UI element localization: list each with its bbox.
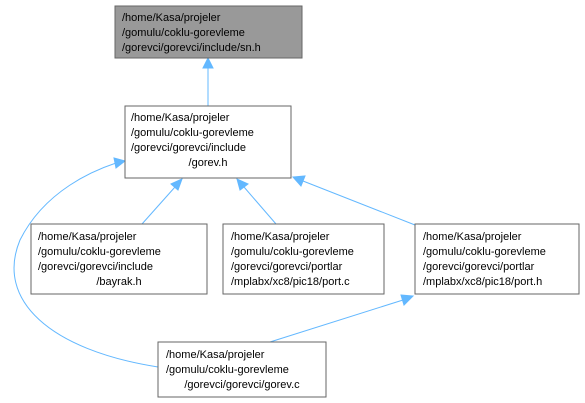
node-gorev-c-line-2: /gomulu/coklu-gorevleme (166, 364, 289, 376)
node-port-c-line-2: /gomulu/coklu-gorevleme (231, 246, 354, 258)
node-sn-h[interactable]: /home/Kasa/projeler /gomulu/coklu-gorevl… (114, 5, 303, 59)
arrowhead-gorev-h-from-gorev-c (113, 157, 127, 169)
node-port-h-box (414, 223, 580, 295)
arrowhead-sn-h (202, 56, 214, 69)
edge-gorev-c-to-port-h (269, 299, 404, 343)
node-port-c-line-1: /home/Kasa/projeler (231, 231, 330, 243)
edge-bayrak-h-to-gorev-h (141, 186, 176, 225)
node-gorev-h[interactable]: /home/Kasa/projeler /gomulu/coklu-gorevl… (124, 105, 292, 179)
node-port-c-line-4: /mplabx/xc8/pic18/port.c (231, 276, 350, 288)
node-bayrak-h[interactable]: /home/Kasa/projeler /gomulu/coklu-gorevl… (30, 223, 208, 295)
node-sn-h-box (114, 5, 303, 59)
node-gorev-c-line-1: /home/Kasa/projeler (166, 349, 265, 361)
node-gorev-h-line-2: /gomulu/coklu-gorevleme (131, 127, 254, 139)
node-sn-h-line-3: /gorevci/gorevci/include/sn.h (122, 42, 261, 54)
edge-port-h-to-gorev-h (302, 180, 416, 226)
node-port-h-line-4: /mplabx/xc8/pic18/port.h (423, 276, 542, 288)
edge-port-c-to-gorev-h (243, 186, 277, 225)
node-gorev-c[interactable]: /home/Kasa/projeler /gomulu/coklu-gorevl… (157, 341, 327, 398)
node-bayrak-h-line-2: /gomulu/coklu-gorevleme (38, 246, 161, 258)
node-gorev-c-line-3: /gorevci/gorevci/gorev.c (184, 379, 300, 391)
node-bayrak-h-box (30, 223, 208, 295)
node-gorev-h-line-1: /home/Kasa/projeler (131, 112, 230, 124)
node-sn-h-line-1: /home/Kasa/projeler (122, 12, 221, 24)
node-port-c[interactable]: /home/Kasa/projeler /gomulu/coklu-gorevl… (222, 223, 385, 295)
node-bayrak-h-line-1: /home/Kasa/projeler (38, 231, 137, 243)
arrowhead-port-h-from-gorev-c (400, 294, 415, 306)
edges (13, 56, 416, 368)
node-port-h[interactable]: /home/Kasa/projeler /gomulu/coklu-gorevl… (414, 223, 580, 295)
node-port-h-line-1: /home/Kasa/projeler (423, 231, 522, 243)
arrowhead-gorev-h-from-port-h (291, 175, 306, 187)
arrowhead-gorev-h-from-bayrak (170, 178, 183, 191)
node-port-h-line-3: /gorevci/gorevci/portlar (423, 261, 535, 273)
node-bayrak-h-line-3: /gorevci/gorevci/include (38, 261, 153, 273)
node-port-c-line-3: /gorevci/gorevci/portlar (231, 261, 343, 273)
node-port-h-line-2: /gomulu/coklu-gorevleme (423, 246, 546, 258)
node-sn-h-line-2: /gomulu/coklu-gorevleme (122, 27, 245, 39)
node-gorev-c-box (157, 341, 327, 398)
node-bayrak-h-line-4: /bayrak.h (96, 276, 141, 288)
node-gorev-h-box (124, 105, 292, 179)
node-gorev-h-line-4: /gorev.h (189, 157, 228, 169)
node-port-c-box (222, 223, 385, 295)
arrowhead-gorev-h-from-port-c (236, 178, 249, 191)
edge-gorev-c-to-gorev-h (13, 162, 159, 368)
node-gorev-h-line-3: /gorevci/gorevci/include (131, 142, 246, 154)
